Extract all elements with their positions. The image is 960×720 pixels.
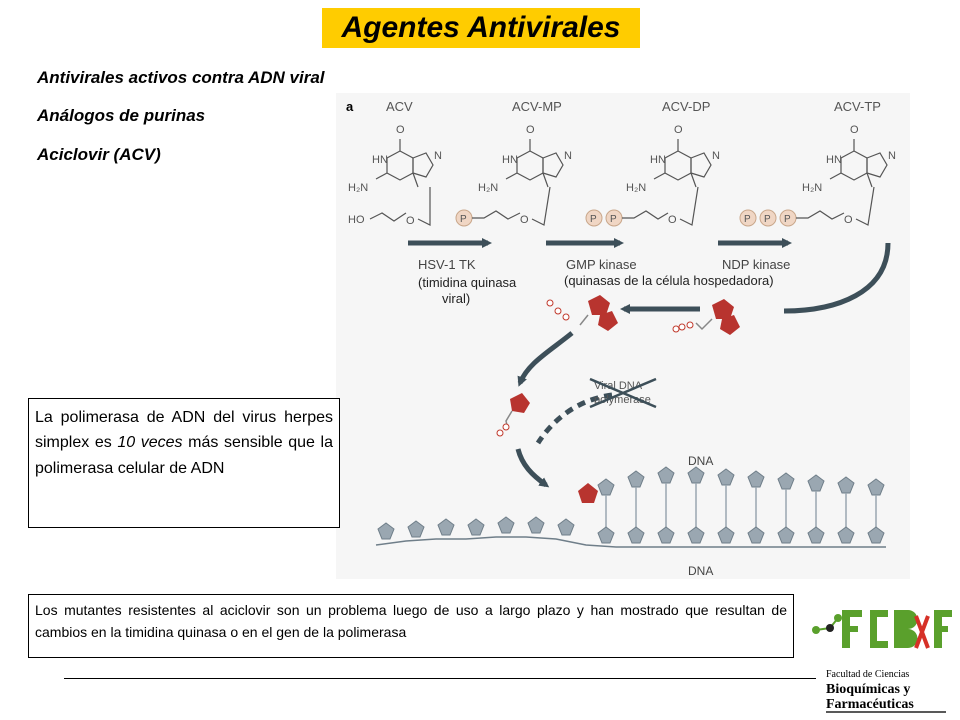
oxygen-label: O (396, 124, 405, 136)
phosphate-icon (739, 209, 757, 227)
h2n-label: H₂N (626, 182, 646, 194)
compound-label-acv: ACV (386, 99, 413, 114)
phosphate-icon (585, 209, 603, 227)
enzyme-label-hsv-tk: HSV-1 TK (418, 257, 476, 272)
nitrogen-label: N (888, 150, 896, 162)
chain-arrow (515, 448, 550, 488)
nitrogen-label: N (712, 150, 720, 162)
dna-bottom-strand (377, 516, 885, 544)
red-incorporated-molecule-icon (578, 483, 598, 503)
hn-label: HN (372, 154, 388, 166)
mechanism-diagram: a ACV ACV-MP ACV-DP ACV-TP O HN N H₂N HO… (346, 99, 896, 578)
compound-label-acv-dp: ACV-DP (662, 99, 710, 114)
ether-o-label: O (844, 214, 853, 226)
h2n-label: H₂N (802, 182, 822, 194)
phosphate-label: P (744, 214, 751, 225)
ether-o-label: O (406, 215, 415, 227)
fcbf-letters-icon (842, 610, 952, 649)
ether-o-label: O (520, 214, 529, 226)
hn-label: HN (650, 154, 666, 166)
viral-kinase-note-line2: viral) (442, 291, 470, 306)
slide-title: Agentes Antivirales (341, 11, 621, 44)
note-text-part2: más sensible que la polimerasa celular d… (35, 434, 333, 477)
acv-structure: O HN N H₂N HO O (348, 124, 442, 227)
host-kinase-note: (quinasas de la célula hospedadora) (564, 273, 774, 288)
dna-top-strand (597, 466, 885, 496)
phosphate-label: P (590, 214, 597, 225)
h2n-label: H₂N (348, 182, 368, 194)
polymerase-label-line2: polymerase (594, 394, 651, 406)
ho-label: HO (348, 214, 365, 226)
acv-tp-structure: O HN N H₂N P P P O (739, 124, 896, 227)
molecule-icon (812, 614, 842, 634)
acv-tp-molecule-icon (672, 299, 740, 335)
ether-o-label: O (668, 214, 677, 226)
h2n-label: H₂N (478, 182, 498, 194)
compound-label-acv-tp: ACV-TP (834, 99, 881, 114)
hn-label: HN (502, 154, 518, 166)
dna-base-pairs (605, 483, 877, 533)
nitrogen-label: N (434, 150, 442, 162)
curve-arrow-down (517, 331, 574, 387)
phosphate-icon (759, 209, 777, 227)
logo-line-2: Bioquímicas y (826, 682, 911, 697)
enzyme-label-gmp-kinase: GMP kinase (566, 257, 637, 272)
dna-bottom-label: DNA (688, 564, 713, 578)
acv-tp-left-molecule-icon (546, 295, 618, 331)
oxygen-label: O (526, 124, 535, 136)
cross-icon (589, 377, 657, 409)
note-emphasis: 10 veces (117, 434, 183, 452)
subheading-analogos: Análogos de purinas (37, 106, 206, 125)
dna-backbone (375, 536, 886, 548)
dna-top-label: DNA (688, 454, 713, 468)
acv-dp-structure: O HN N H₂N P P O (585, 124, 720, 227)
hn-label: HN (826, 154, 842, 166)
curve-arrow (783, 242, 891, 314)
footer-divider (64, 678, 816, 679)
enzyme-label-ndp-kinase: NDP kinase (722, 257, 790, 272)
oxygen-label: O (674, 124, 683, 136)
faculty-logo (812, 610, 952, 713)
viral-kinase-note-line1: (timidina quinasa (418, 275, 517, 290)
logo-line-3: Farmacéuticas (826, 697, 914, 712)
phosphate-label: P (460, 214, 467, 225)
dashed-arrow (535, 392, 613, 445)
compound-label-acv-mp: ACV-MP (512, 99, 562, 114)
logo-line-1: Facultad de Ciencias (826, 669, 910, 680)
subheading-aciclovir: Aciclovir (ACV) (37, 145, 161, 164)
nitrogen-label: N (564, 150, 572, 162)
phosphate-label: P (784, 214, 791, 225)
acv-mp-structure: O HN N H₂N P O (455, 124, 572, 227)
oxygen-label: O (850, 124, 859, 136)
panel-letter: a (346, 99, 354, 114)
title-banner: Agentes Antivirales (322, 8, 640, 48)
phosphate-label: P (610, 214, 617, 225)
phosphate-label: P (764, 214, 771, 225)
mechanism-figure: a ACV ACV-MP ACV-DP ACV-TP O HN N H₂N HO… (336, 93, 910, 579)
note-text-part1: La polimerasa de ADN del virus herpes si… (35, 409, 333, 452)
subheading-antivirales: Antivirales activos contra ADN viral (37, 68, 325, 87)
resistance-note: Los mutantes resistentes al aciclovir so… (28, 594, 794, 658)
sensitivity-note: La polimerasa de ADN del virus herpes si… (28, 398, 340, 528)
acv-incorporating-molecule-icon (496, 393, 530, 437)
